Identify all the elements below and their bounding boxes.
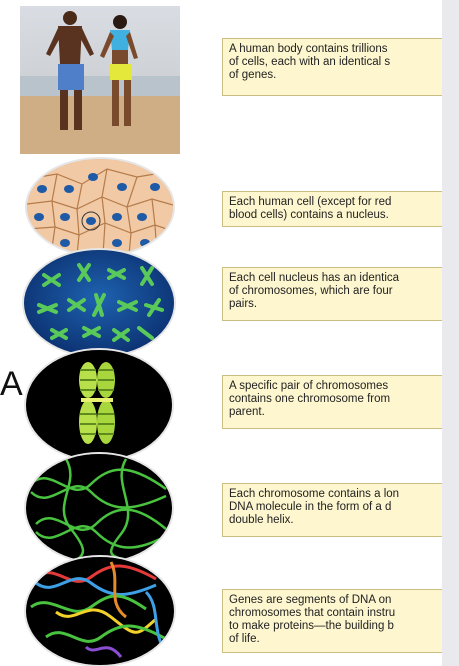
caption-human-body: A human body contains trillions of cells… — [222, 38, 442, 96]
nucleus-chromosomes-circle — [22, 248, 176, 358]
cells-circle — [25, 157, 175, 257]
caption-genes: Genes are segments of DNA on chromosomes… — [222, 589, 442, 653]
caption-dna-molecule: Each chromosome contains a lon DNA molec… — [222, 483, 442, 537]
stray-letter: A — [0, 365, 23, 404]
diagram-sheet: A human body contains trillions of cells… — [0, 0, 442, 666]
right-edge-bar — [442, 0, 459, 666]
caption-cell-nucleus: Each human cell (except for red blood ce… — [222, 191, 442, 227]
genes-dna-circle — [24, 555, 176, 666]
caption-chromosome-parent: A specific pair of chromosomes contains … — [222, 375, 442, 429]
dna-double-helix-circle — [24, 452, 174, 564]
human-couple-photo — [20, 6, 180, 154]
caption-chromosome-pairs: Each cell nucleus has an identica of chr… — [222, 267, 442, 321]
chromosome-pair-circle — [24, 348, 174, 462]
